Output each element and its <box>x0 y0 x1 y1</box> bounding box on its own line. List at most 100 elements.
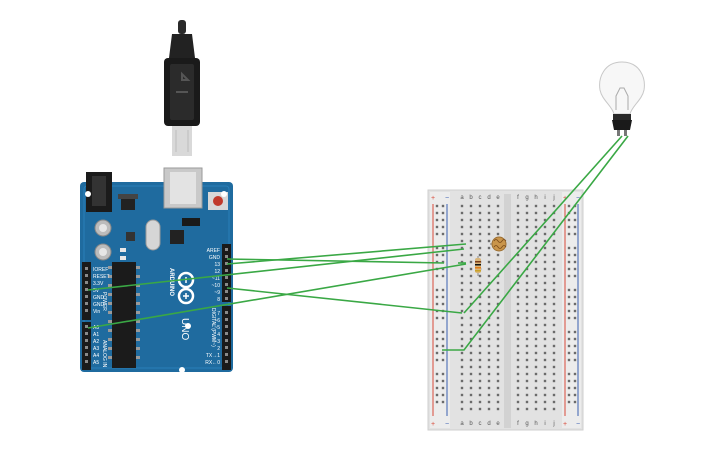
breadboard-hole[interactable] <box>487 337 491 341</box>
breadboard-hole[interactable] <box>441 211 445 215</box>
breadboard-hole[interactable] <box>543 365 547 369</box>
breadboard-hole[interactable] <box>435 358 439 362</box>
breadboard-hole[interactable] <box>487 225 491 229</box>
breadboard-hole[interactable] <box>525 372 529 376</box>
breadboard-hole[interactable] <box>573 386 577 390</box>
breadboard-hole[interactable] <box>487 260 491 264</box>
breadboard-hole[interactable] <box>525 211 529 215</box>
breadboard-hole[interactable] <box>543 337 547 341</box>
header-pin[interactable] <box>85 309 88 312</box>
breadboard-hole[interactable] <box>552 386 556 390</box>
breadboard-hole[interactable] <box>567 309 571 313</box>
breadboard-hole[interactable] <box>534 302 538 306</box>
arduino-uno-board[interactable]: AREF GND 13 12 ~11 ~10 ~9 8 7 ~6 ~5 4 ~3… <box>80 167 233 373</box>
breadboard-hole[interactable] <box>525 288 529 292</box>
breadboard-hole[interactable] <box>496 337 500 341</box>
breadboard-hole[interactable] <box>478 386 482 390</box>
breadboard-hole[interactable] <box>567 232 571 236</box>
breadboard-hole[interactable] <box>534 316 538 320</box>
breadboard-hole[interactable] <box>441 218 445 222</box>
breadboard-hole[interactable] <box>534 218 538 222</box>
breadboard-hole[interactable] <box>487 330 491 334</box>
breadboard-hole[interactable] <box>496 302 500 306</box>
breadboard-hole[interactable] <box>552 274 556 278</box>
header-pin[interactable] <box>225 248 228 251</box>
breadboard-hole[interactable] <box>435 351 439 355</box>
breadboard-hole[interactable] <box>534 225 538 229</box>
breadboard-hole[interactable] <box>573 211 577 215</box>
breadboard-hole[interactable] <box>435 225 439 229</box>
breadboard-hole[interactable] <box>567 218 571 222</box>
breadboard-hole[interactable] <box>534 358 538 362</box>
breadboard-hole[interactable] <box>573 274 577 278</box>
breadboard-hole[interactable] <box>478 379 482 383</box>
breadboard-hole[interactable] <box>478 274 482 278</box>
breadboard-hole[interactable] <box>543 253 547 257</box>
breadboard-hole[interactable] <box>441 204 445 208</box>
breadboard-hole[interactable] <box>573 288 577 292</box>
breadboard-hole[interactable] <box>487 344 491 348</box>
header-pin[interactable] <box>85 353 88 356</box>
breadboard-hole[interactable] <box>543 393 547 397</box>
breadboard-hole[interactable] <box>478 218 482 222</box>
breadboard-hole[interactable] <box>534 274 538 278</box>
breadboard-hole[interactable] <box>441 358 445 362</box>
breadboard-hole[interactable] <box>525 400 529 404</box>
breadboard-hole[interactable] <box>516 246 520 250</box>
header-pin[interactable] <box>85 281 88 284</box>
breadboard-hole[interactable] <box>469 309 473 313</box>
breadboard-hole[interactable] <box>516 309 520 313</box>
breadboard-hole[interactable] <box>534 351 538 355</box>
breadboard-hole[interactable] <box>525 260 529 264</box>
header-pin[interactable] <box>225 318 228 321</box>
breadboard-hole[interactable] <box>460 281 464 285</box>
breadboard-hole[interactable] <box>496 323 500 327</box>
breadboard-hole[interactable] <box>552 379 556 383</box>
header-pin[interactable] <box>225 360 228 363</box>
breadboard-hole[interactable] <box>552 239 556 243</box>
breadboard-hole[interactable] <box>543 239 547 243</box>
breadboard-hole[interactable] <box>534 204 538 208</box>
breadboard-hole[interactable] <box>435 393 439 397</box>
breadboard-hole[interactable] <box>460 218 464 222</box>
breadboard-hole[interactable] <box>435 386 439 390</box>
breadboard-hole[interactable] <box>460 232 464 236</box>
breadboard-hole[interactable] <box>552 330 556 334</box>
breadboard-hole[interactable] <box>441 393 445 397</box>
breadboard-hole[interactable] <box>478 393 482 397</box>
breadboard-hole[interactable] <box>534 323 538 327</box>
breadboard-hole[interactable] <box>441 288 445 292</box>
breadboard-hole[interactable] <box>435 204 439 208</box>
breadboard-hole[interactable] <box>543 218 547 222</box>
breadboard-hole[interactable] <box>441 379 445 383</box>
breadboard-hole[interactable] <box>496 358 500 362</box>
breadboard-hole[interactable] <box>516 393 520 397</box>
breadboard-hole[interactable] <box>543 330 547 334</box>
breadboard-hole[interactable] <box>478 351 482 355</box>
breadboard-hole[interactable] <box>567 358 571 362</box>
breadboard-hole[interactable] <box>496 218 500 222</box>
breadboard-hole[interactable] <box>496 281 500 285</box>
breadboard-hole[interactable] <box>487 211 491 215</box>
breadboard-hole[interactable] <box>567 253 571 257</box>
header-pin[interactable] <box>85 302 88 305</box>
breadboard-hole[interactable] <box>478 295 482 299</box>
header-pin[interactable] <box>225 283 228 286</box>
breadboard-hole[interactable] <box>525 351 529 355</box>
breadboard-hole[interactable] <box>516 365 520 369</box>
breadboard-hole[interactable] <box>534 288 538 292</box>
breadboard-hole[interactable] <box>552 288 556 292</box>
breadboard-hole[interactable] <box>469 267 473 271</box>
breadboard-hole[interactable] <box>516 337 520 341</box>
breadboard-hole[interactable] <box>573 246 577 250</box>
breadboard-hole[interactable] <box>487 323 491 327</box>
header-pin[interactable] <box>225 353 228 356</box>
breadboard-hole[interactable] <box>552 267 556 271</box>
breadboard-hole[interactable] <box>478 344 482 348</box>
breadboard-hole[interactable] <box>469 246 473 250</box>
breadboard-hole[interactable] <box>496 267 500 271</box>
breadboard-hole[interactable] <box>441 337 445 341</box>
breadboard-hole[interactable] <box>478 211 482 215</box>
breadboard-hole[interactable] <box>516 218 520 222</box>
